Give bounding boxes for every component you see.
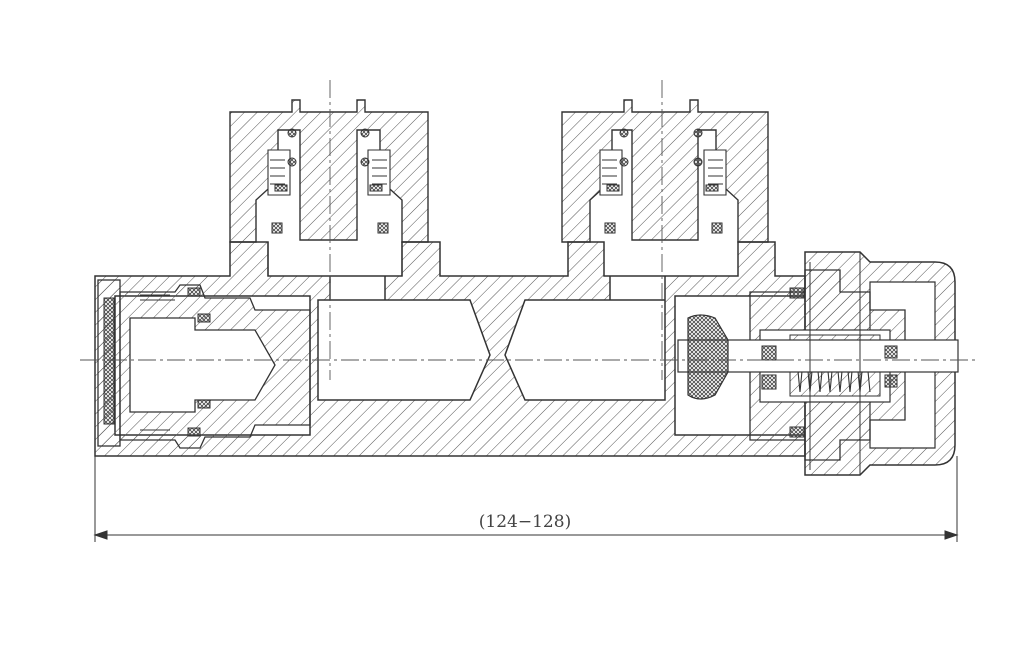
right-valve-head: [677, 251, 959, 476]
top-left-fitting: [229, 99, 429, 276]
left-end-cap: [97, 279, 311, 449]
top-right-fitting: [561, 99, 769, 243]
overall-length-dimension: (124−128): [479, 512, 571, 532]
centerlines: [80, 80, 975, 380]
dimension-lines: [93, 456, 959, 542]
